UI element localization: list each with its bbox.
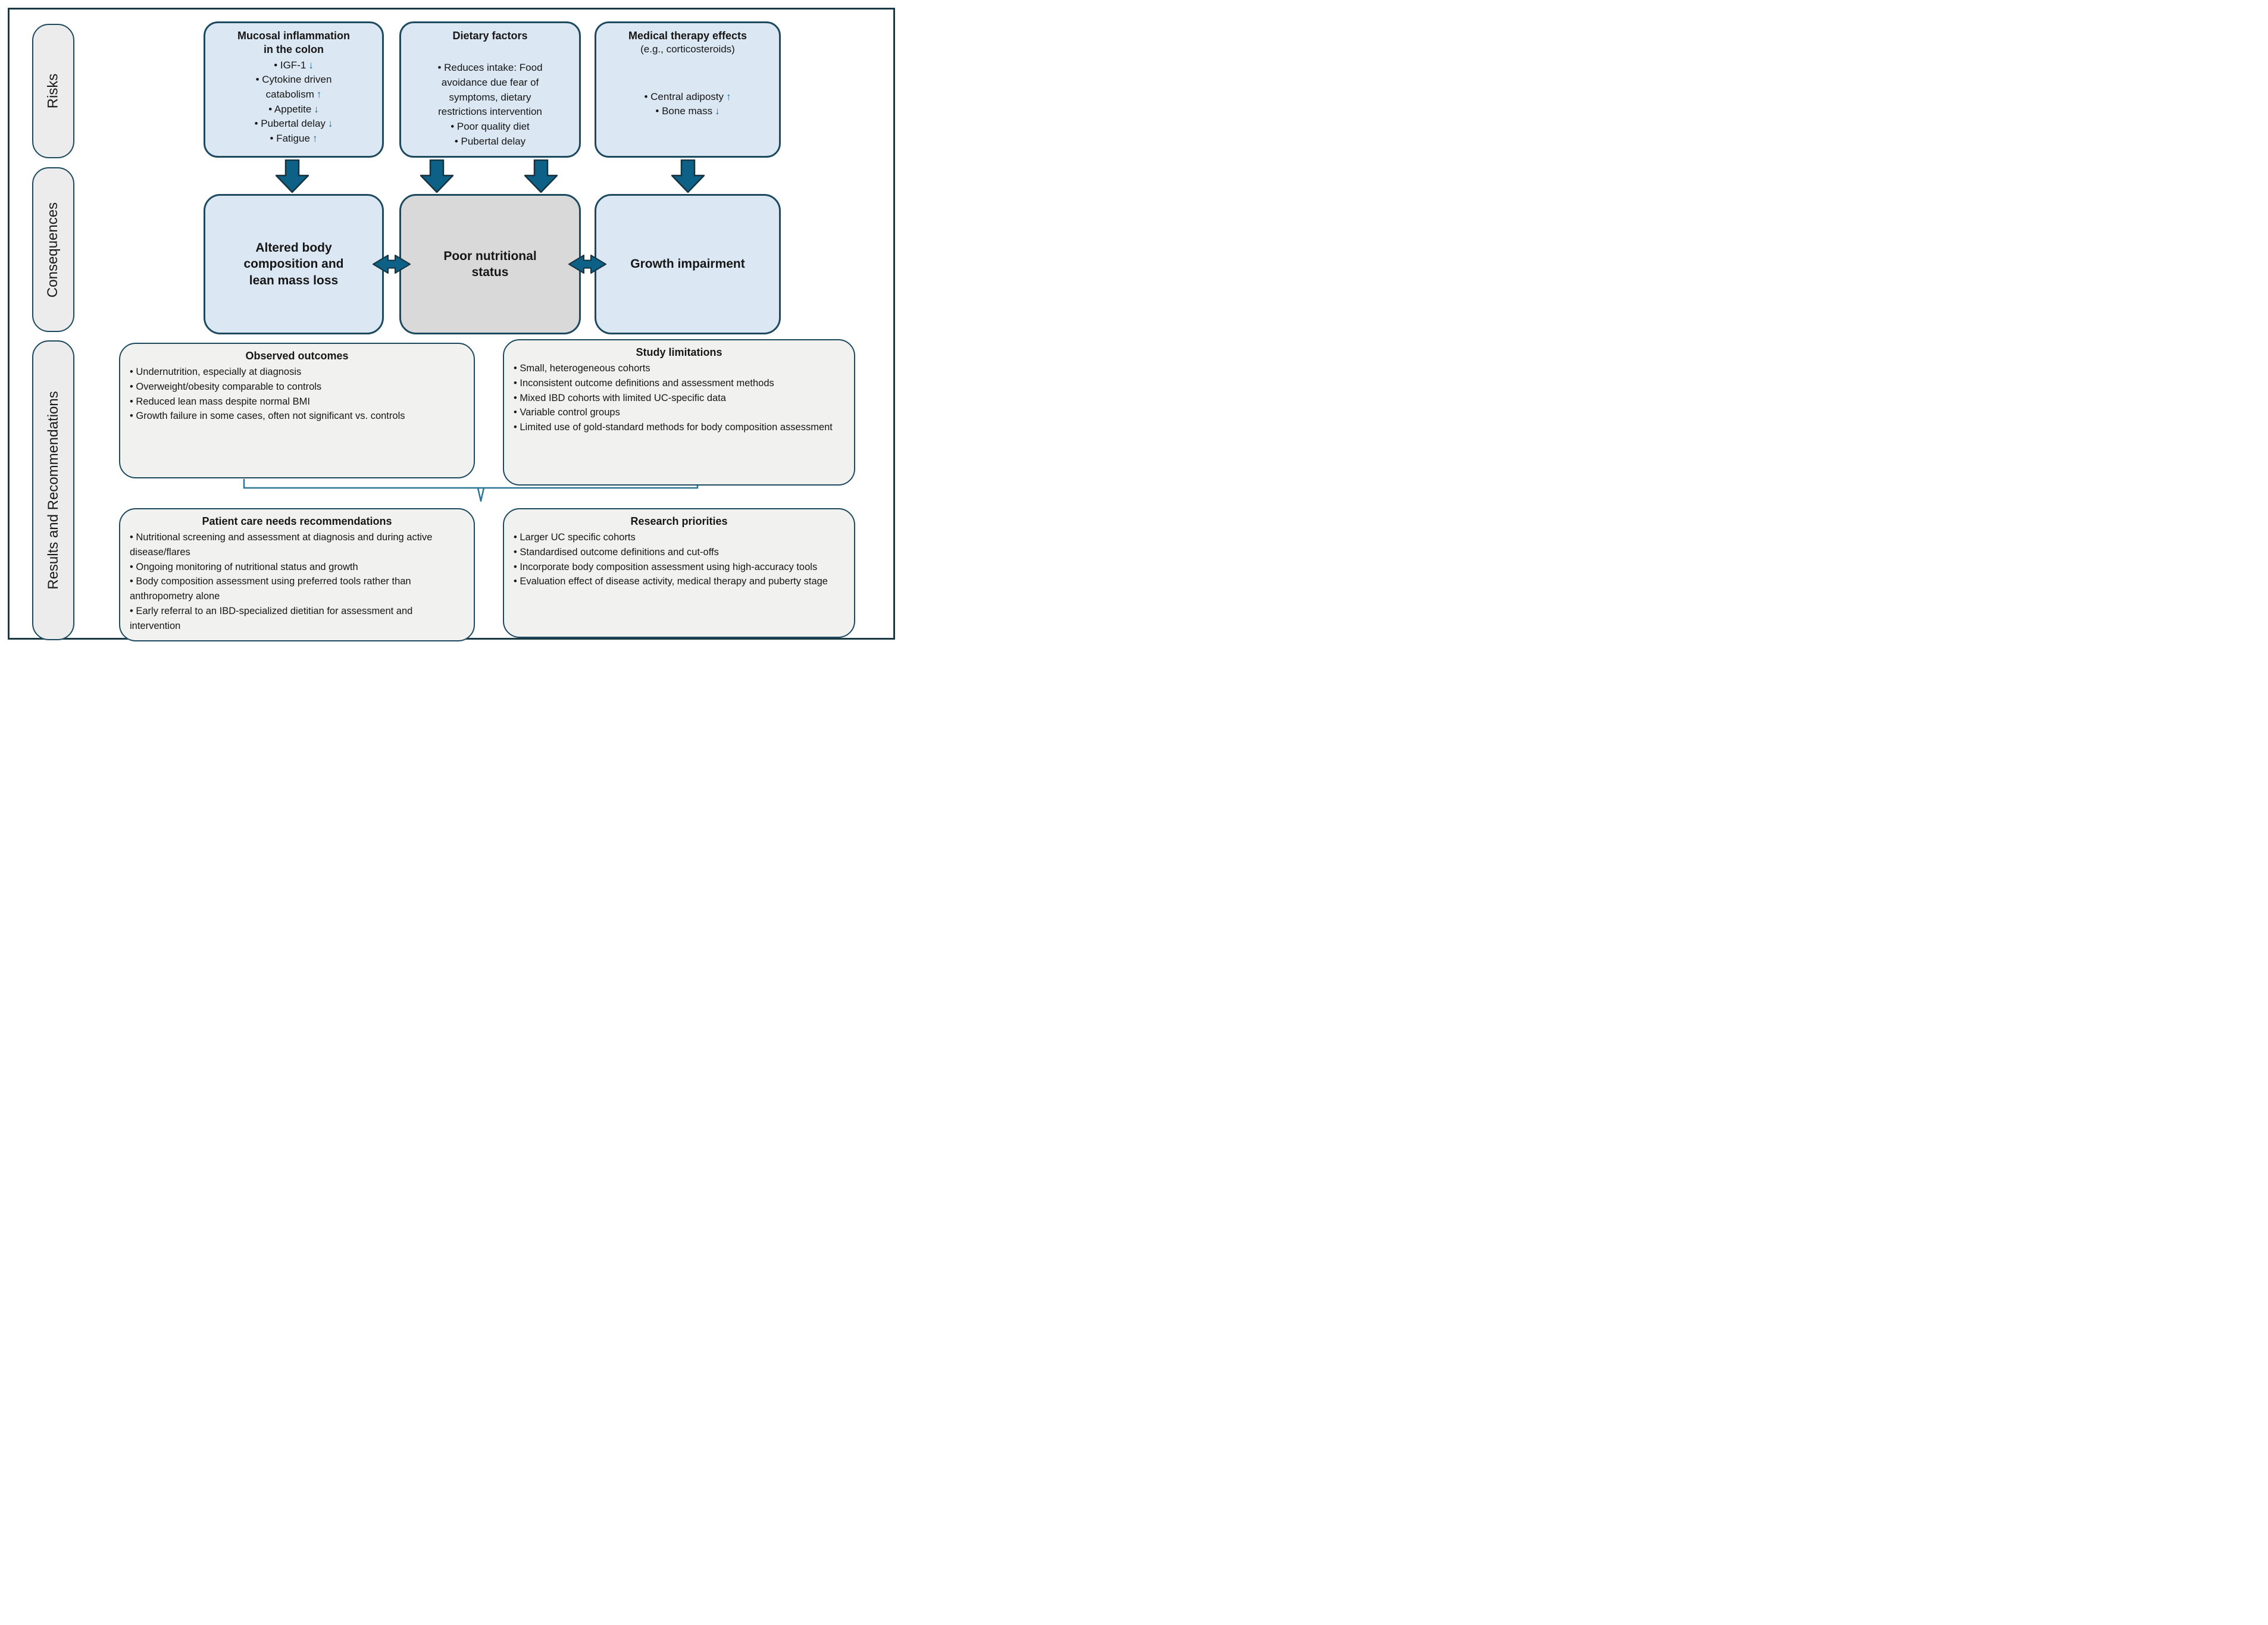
risk-box-subtitle: (e.g., corticosteroids) bbox=[640, 43, 735, 55]
study-limitations-box: Study limitations • Small, heterogeneous… bbox=[503, 339, 855, 486]
bullet-item: • Inconsistent outcome definitions and a… bbox=[514, 377, 774, 389]
consequence-label: Growth impairment bbox=[630, 257, 745, 271]
down-trend-arrow-icon: ↓ bbox=[327, 118, 333, 130]
bullet-item: • Body composition assessment using pref… bbox=[130, 576, 411, 602]
risk-box-mucosal-inflammation: Mucosal inflammation in the colon • IGF-… bbox=[204, 21, 384, 158]
research-priorities-title: Research priorities bbox=[630, 515, 728, 527]
observed-outcomes-list: • Undernutrition, especially at diagnosi… bbox=[130, 365, 464, 424]
figure-canvas: Risks Consequences Results and Recommend… bbox=[0, 0, 907, 650]
risk-bullet-list: • Central adiposty↑ • Bone mass↓ bbox=[644, 90, 731, 119]
row-label-consequences: Consequences bbox=[32, 167, 74, 332]
bullet-item: • Overweight/obesity comparable to contr… bbox=[130, 381, 322, 392]
bullet-item: • Small, heterogeneous cohorts bbox=[514, 363, 650, 374]
study-limitations-title: Study limitations bbox=[636, 346, 722, 358]
bullet-item: • Bone mass↓ bbox=[655, 105, 720, 117]
research-priorities-list: • Larger UC specific cohorts • Standardis… bbox=[514, 530, 844, 589]
down-block-arrow bbox=[420, 159, 453, 193]
bullet-item: • Growth failure in some cases, often no… bbox=[130, 411, 405, 422]
risk-bullet-list: • IGF-1↓ • Cytokine driven catabolism↑ • A… bbox=[231, 58, 357, 146]
row-label-consequences-text: Consequences bbox=[45, 202, 61, 298]
risk-box-title: Medical therapy effects bbox=[628, 30, 747, 42]
row-label-risks-text: Risks bbox=[45, 73, 61, 109]
bullet-item: • Standardised outcome definitions and c… bbox=[514, 546, 719, 558]
risk-box-title: Dietary factors bbox=[452, 30, 528, 42]
bullet-item: • IGF-1↓ bbox=[274, 59, 314, 71]
bullet-item: • Nutritional screening and assessment a… bbox=[130, 532, 433, 558]
bullet-item: • Undernutrition, especially at diagnosi… bbox=[130, 367, 302, 377]
bullet-item: • Ongoing monitoring of nutritional stat… bbox=[130, 561, 358, 572]
down-trend-arrow-icon: ↓ bbox=[308, 59, 314, 71]
research-priorities-box: Research priorities • Larger UC specific… bbox=[503, 508, 855, 638]
down-block-arrow bbox=[276, 159, 309, 193]
bullet-item: • Pubertal delay↓ bbox=[254, 118, 333, 130]
bullet-item: • Larger UC specific cohorts bbox=[514, 532, 636, 543]
double-head-arrow bbox=[373, 255, 411, 274]
observed-outcomes-title: Observed outcomes bbox=[245, 350, 349, 362]
risk-bullet-list: • Reduces intake: Food avoidance due fea… bbox=[424, 61, 556, 149]
bullet-item: • Mixed IBD cohorts with limited UC-spec… bbox=[514, 392, 726, 403]
bullet-item: • Limited use of gold-standard methods f… bbox=[514, 422, 833, 433]
bullet-item: • Early referral to an IBD-specialized d… bbox=[130, 605, 413, 631]
consequence-box-growth-impairment: Growth impairment bbox=[595, 194, 781, 334]
up-trend-arrow-icon: ↑ bbox=[312, 132, 318, 144]
patient-care-recommendations-list: • Nutritional screening and assessment a… bbox=[130, 530, 464, 633]
bullet-item: • Cytokine driven catabolism↑ bbox=[255, 74, 332, 101]
down-block-arrow bbox=[524, 159, 558, 193]
consequence-box-altered-body-composition: Altered body composition and lean mass l… bbox=[204, 194, 384, 334]
down-trend-arrow-icon: ↓ bbox=[314, 103, 319, 115]
bullet-item: • Reduced lean mass despite normal BMI bbox=[130, 396, 310, 407]
bullet-item: • Variable control groups bbox=[514, 407, 620, 418]
double-head-arrow bbox=[568, 255, 606, 274]
up-trend-arrow-icon: ↑ bbox=[726, 90, 731, 102]
consequence-label: Poor nutritional status bbox=[443, 249, 537, 279]
bullet-item: • Pubertal delay bbox=[454, 135, 526, 147]
row-label-risks: Risks bbox=[32, 24, 74, 158]
down-block-arrow bbox=[671, 159, 705, 193]
bullet-item: • Appetite↓ bbox=[268, 103, 319, 115]
risk-box-dietary-factors: Dietary factors • Reduces intake: Food a… bbox=[399, 21, 581, 158]
patient-care-recommendations-box: Patient care needs recommendations • Nut… bbox=[119, 508, 475, 641]
bullet-item: • Reduces intake: Food avoidance due fea… bbox=[437, 62, 543, 118]
bullet-item: • Incorporate body composition assessmen… bbox=[514, 561, 818, 572]
bullet-item: • Poor quality diet bbox=[451, 120, 530, 132]
risk-box-title: Mucosal inflammation in the colon bbox=[237, 30, 351, 56]
bullet-item: • Central adiposty↑ bbox=[644, 90, 731, 102]
risk-box-medical-therapy: Medical therapy effects (e.g., corticost… bbox=[595, 21, 781, 158]
bullet-item: • Fatigue↑ bbox=[270, 132, 318, 144]
patient-care-recommendations-title: Patient care needs recommendations bbox=[202, 515, 392, 527]
row-label-results-recommendations: Results and Recommendations bbox=[32, 340, 74, 640]
observed-outcomes-box: Observed outcomes • Undernutrition, espe… bbox=[119, 343, 475, 478]
bullet-item: • Evaluation effect of disease activity,… bbox=[514, 576, 828, 587]
consequence-label: Altered body composition and lean mass l… bbox=[243, 241, 344, 287]
up-trend-arrow-icon: ↑ bbox=[316, 89, 322, 101]
row-label-results-recommendations-text: Results and Recommendations bbox=[45, 391, 61, 590]
study-limitations-list: • Small, heterogeneous cohorts • Inconsis… bbox=[514, 361, 844, 435]
down-trend-arrow-icon: ↓ bbox=[715, 105, 720, 117]
consequence-box-poor-nutritional-status: Poor nutritional status bbox=[399, 194, 581, 334]
